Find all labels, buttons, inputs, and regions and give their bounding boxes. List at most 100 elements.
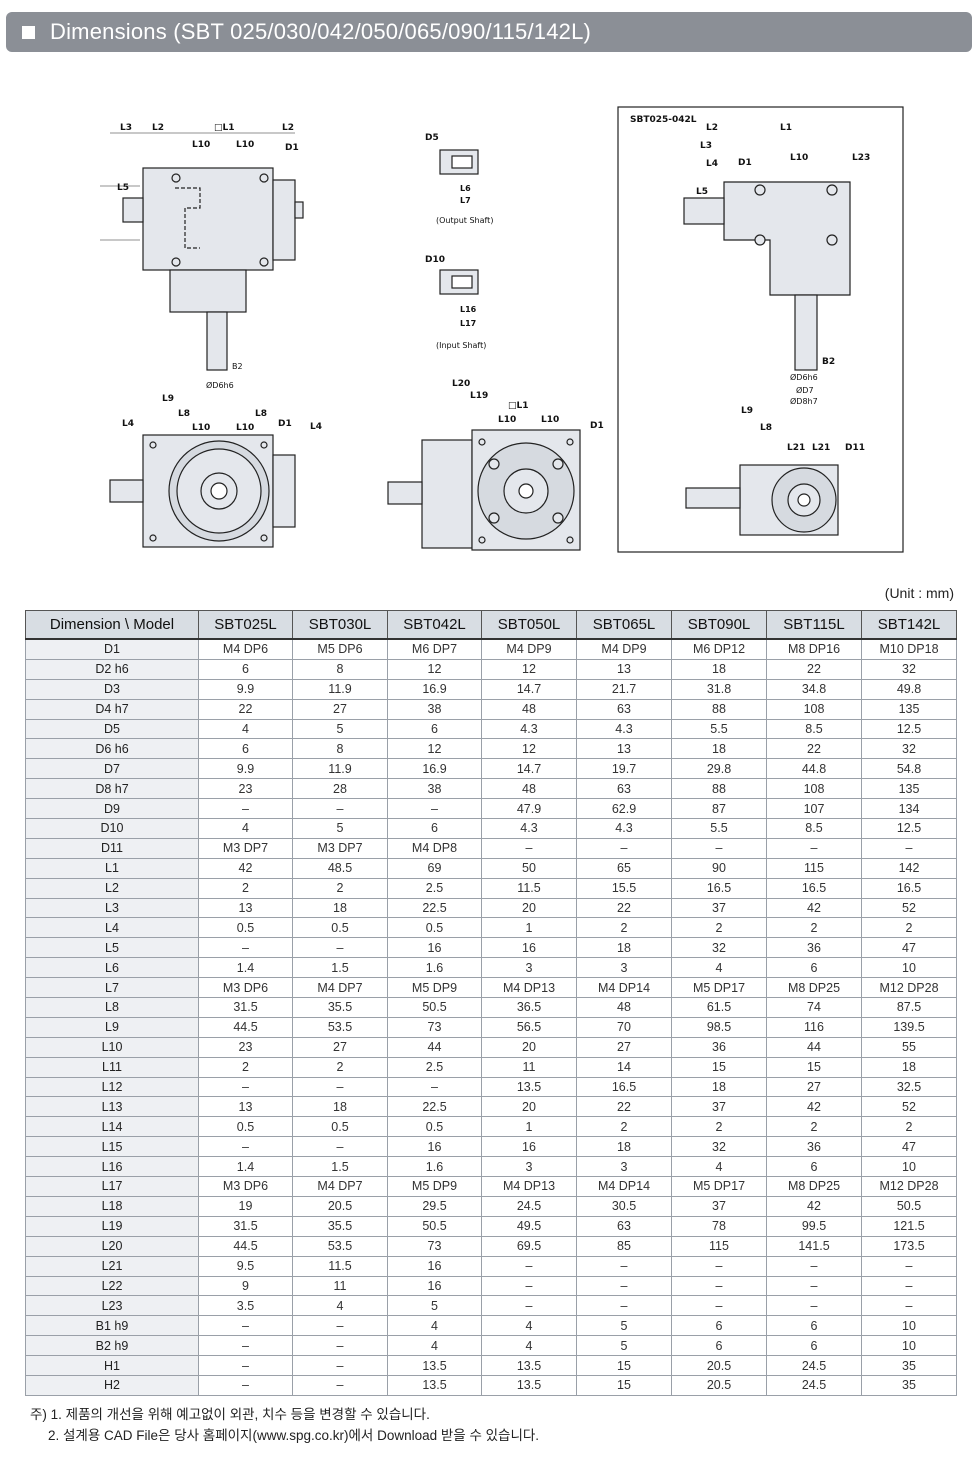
table-cell: 2.5 [387, 877, 482, 899]
table-cell: 18 [292, 1096, 388, 1118]
svg-text:L4: L4 [706, 159, 718, 169]
table-cell: 16.9 [387, 758, 482, 780]
table-cell: 2 [671, 1116, 767, 1138]
table-cell: – [292, 1374, 388, 1396]
table-cell: 35 [861, 1374, 957, 1396]
row-label: L16 [25, 1156, 199, 1178]
table-cell: 1.4 [198, 1156, 293, 1178]
table-cell: 12.5 [861, 718, 957, 740]
table-cell: M3 DP6 [198, 977, 293, 999]
table-cell: 69.5 [481, 1235, 577, 1257]
table-cell: – [198, 798, 293, 820]
table-cell: 4 [198, 818, 293, 839]
table-cell: 37 [671, 1195, 767, 1217]
table-cell: 85 [576, 1235, 672, 1257]
table-cell: 42 [766, 1096, 862, 1118]
row-label: L1 [25, 857, 199, 879]
table-cell: 5 [292, 818, 388, 839]
table-cell: 50 [481, 857, 577, 879]
row-label: D2 h6 [25, 658, 199, 680]
table-cell: 20.5 [292, 1195, 388, 1217]
svg-text:□L1: □L1 [508, 401, 529, 411]
table-cell: 6 [671, 1315, 767, 1337]
row-label: L13 [25, 1096, 199, 1118]
table-cell: – [292, 1076, 388, 1098]
table-cell: M4 DP6 [198, 638, 293, 660]
table-cell: 4 [198, 718, 293, 740]
row-label: D10 [25, 818, 199, 839]
table-cell: 173.5 [861, 1235, 957, 1257]
row-label: L20 [25, 1235, 199, 1257]
model-header: SBT030L [292, 610, 388, 640]
table-cell: 49.5 [481, 1215, 577, 1237]
table-cell: 9.5 [198, 1255, 293, 1277]
table-cell: 0.5 [198, 1116, 293, 1138]
table-cell: 2 [292, 877, 388, 899]
table-cell: 13.5 [481, 1374, 577, 1396]
svg-text:L2: L2 [282, 123, 294, 133]
table-cell: – [198, 1374, 293, 1396]
svg-text:L10: L10 [790, 153, 808, 163]
table-cell: 48.5 [292, 857, 388, 879]
table-cell: 29.5 [387, 1195, 482, 1217]
table-cell: 74 [766, 997, 862, 1018]
table-cell: 13 [198, 1096, 293, 1118]
svg-text:B2: B2 [232, 362, 243, 371]
table-cell: M4 DP14 [576, 1176, 672, 1197]
table-cell: 6 [766, 957, 862, 979]
table-cell: – [481, 1255, 577, 1277]
table-cell: 8 [292, 738, 388, 760]
row-label: H1 [25, 1355, 199, 1376]
table-cell: 35.5 [292, 1215, 388, 1237]
table-cell: 116 [766, 1016, 862, 1038]
footnote-2: 2. 설계용 CAD File은 당사 홈페이지(www.spg.co.kr)에… [48, 1428, 540, 1443]
svg-text:L2: L2 [706, 123, 718, 133]
row-label: L4 [25, 917, 199, 939]
table-cell: 21.7 [576, 678, 672, 700]
table-cell: 18 [671, 738, 767, 760]
svg-text:L8: L8 [178, 409, 190, 419]
table-cell: 115 [766, 857, 862, 879]
table-cell: 16 [481, 1136, 577, 1158]
svg-text:L20: L20 [452, 379, 470, 389]
row-label: D3 [25, 678, 199, 700]
svg-text:D1: D1 [738, 158, 752, 168]
table-cell: 9 [198, 1275, 293, 1297]
table-cell: 63 [576, 778, 672, 800]
model-header: SBT090L [671, 610, 767, 640]
table-cell: – [766, 837, 862, 859]
square-bullet-icon [22, 26, 35, 39]
svg-text:L23: L23 [852, 153, 870, 163]
svg-text:L9: L9 [162, 394, 174, 404]
table-cell: 42 [198, 857, 293, 879]
svg-text:ØD7: ØD7 [796, 385, 814, 395]
table-cell: – [766, 1255, 862, 1277]
table-cell: 2.5 [387, 1056, 482, 1078]
table-cell: M4 DP9 [481, 638, 577, 660]
row-label: L19 [25, 1215, 199, 1237]
table-cell: 18 [292, 897, 388, 919]
table-cell: 10 [861, 1156, 957, 1178]
svg-text:ØD6h6: ØD6h6 [206, 380, 234, 390]
table-cell: 98.5 [671, 1016, 767, 1038]
table-cell: 34.8 [766, 678, 862, 700]
table-cell: 32.5 [861, 1076, 957, 1098]
front-view-drawing [109, 434, 296, 548]
table-cell: 44.5 [198, 1235, 293, 1257]
table-cell: 18 [576, 1136, 672, 1158]
table-cell: 6 [766, 1156, 862, 1178]
table-cell: – [387, 798, 482, 820]
table-cell: 53.5 [292, 1235, 388, 1257]
table-cell: 16.5 [671, 877, 767, 899]
table-cell: 20.5 [671, 1374, 767, 1396]
svg-text:L2: L2 [152, 123, 164, 133]
table-cell: 13 [198, 897, 293, 919]
svg-text:L1: L1 [780, 123, 792, 133]
table-cell: 15 [576, 1355, 672, 1376]
